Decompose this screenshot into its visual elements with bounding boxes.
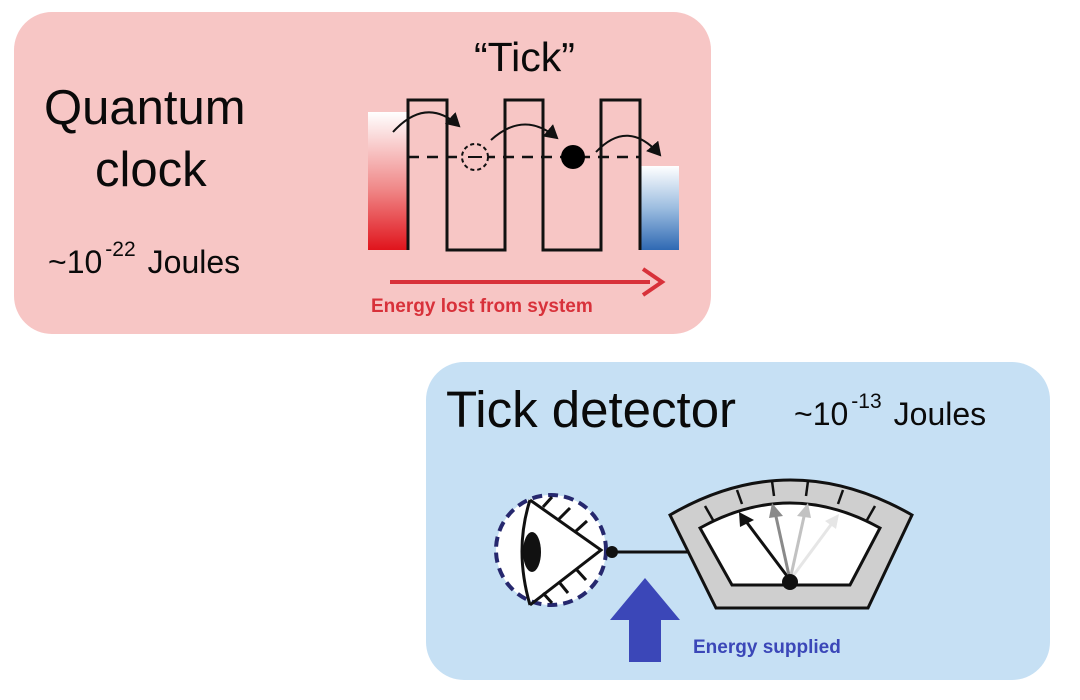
quantum-clock-energy: ~10-22 Joules bbox=[48, 238, 240, 281]
cold-reservoir bbox=[641, 166, 679, 250]
quantum-clock-title-line1: Quantum bbox=[44, 81, 246, 135]
tick-detector-title: Tick detector bbox=[446, 381, 737, 438]
energy-prefix: ~10 bbox=[48, 244, 103, 280]
tick-label: “Tick” bbox=[474, 34, 575, 80]
energy-unit: Joules bbox=[893, 396, 987, 432]
energy-lost-caption: Energy lost from system bbox=[371, 296, 593, 317]
hot-reservoir bbox=[368, 112, 408, 250]
tunneling-arrow-2 bbox=[490, 123, 559, 141]
energy-supplied-caption: Energy supplied bbox=[693, 637, 841, 658]
meter-gauge-icon bbox=[668, 478, 914, 610]
tick-detector-energy: ~10-13 Joules bbox=[794, 390, 986, 433]
energy-exponent: -22 bbox=[105, 238, 136, 261]
potential-barrier-profile bbox=[406, 98, 642, 252]
energy-unit: Joules bbox=[147, 244, 241, 280]
energy-lost-arrowhead bbox=[641, 267, 666, 297]
particle-dot bbox=[561, 145, 585, 169]
quantum-clock-title-line2: clock bbox=[95, 143, 207, 197]
energy-up-arrow-icon bbox=[610, 578, 680, 662]
tunneling-arrow-1 bbox=[392, 111, 461, 133]
tunneling-arrow-3 bbox=[595, 134, 662, 157]
energy-exponent: -13 bbox=[851, 390, 882, 413]
eye-icon bbox=[494, 493, 608, 607]
energy-prefix: ~10 bbox=[794, 396, 849, 432]
